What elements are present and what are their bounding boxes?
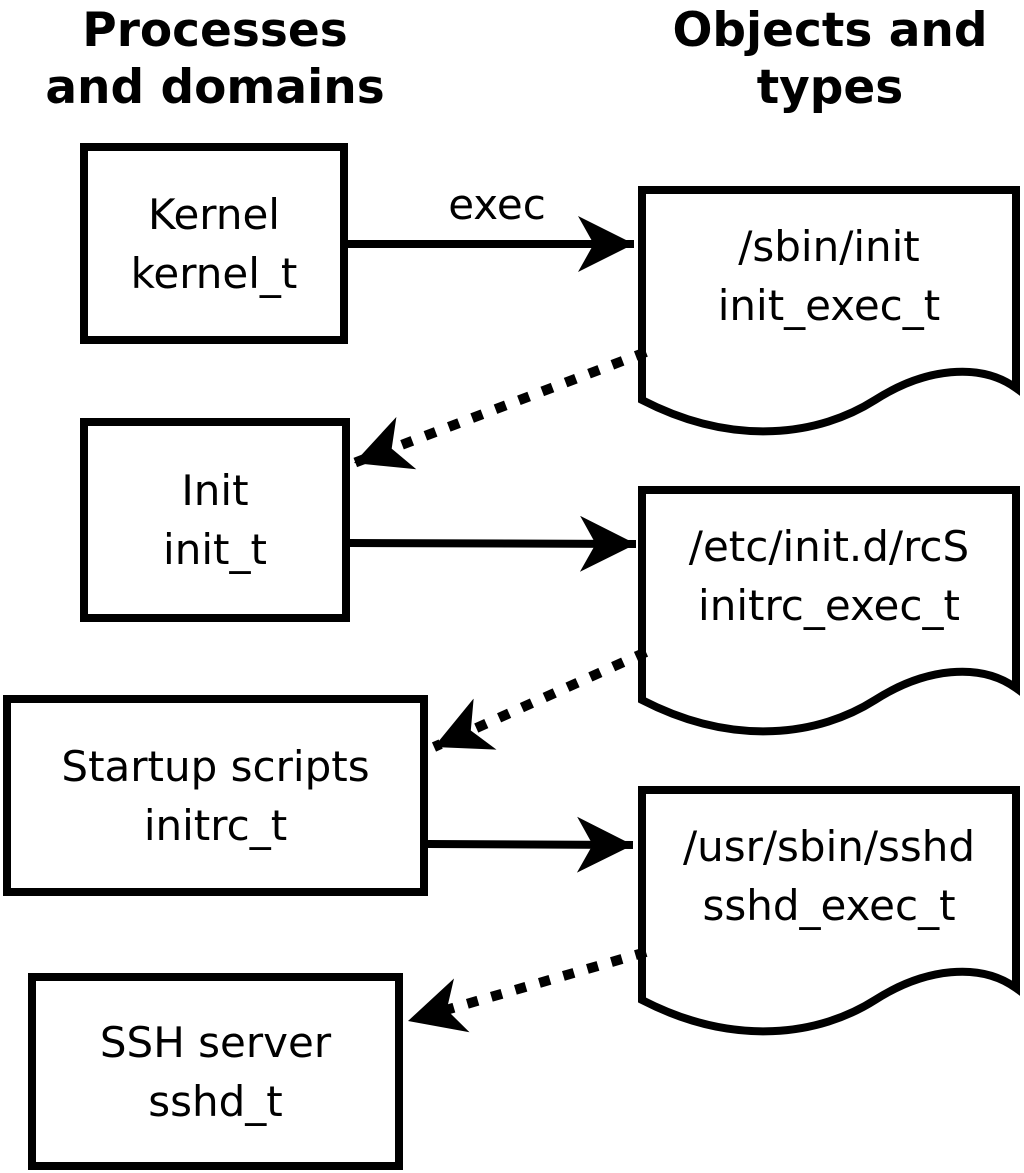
process-box-startup-scripts: Startup scripts initrc_t <box>3 695 428 896</box>
process-box-ssh-server: SSH server sshd_t <box>28 973 403 1170</box>
process-box-kernel: Kernel kernel_t <box>80 143 348 344</box>
document-shape-sbin-init <box>638 186 1020 436</box>
process-domain: kernel_t <box>130 248 298 298</box>
process-label: Init <box>181 466 249 515</box>
transition-arrow-sbin-init-to-init <box>352 347 648 470</box>
process-domain: init_t <box>163 525 267 574</box>
exec-arrow-initrc-to-sshd <box>427 816 634 873</box>
document-shape-etc-initd-rcs <box>638 486 1020 736</box>
process-label: SSH server <box>99 1017 332 1067</box>
process-box-init: Init init_t <box>80 418 350 622</box>
transition-arrow-rcs-to-initrc <box>431 647 649 752</box>
column-header-objects: Objects and types <box>672 3 988 115</box>
process-domain: initrc_t <box>143 800 288 850</box>
document-shape-usr-sbin-sshd <box>638 786 1020 1036</box>
exec-arrow-init-to-rcs <box>349 515 637 572</box>
process-domain: sshd_t <box>148 1076 283 1126</box>
column-header-processes: Processes and domains <box>45 3 385 115</box>
transition-arrow-sshd-to-sshd <box>406 947 648 1033</box>
process-label: Kernel <box>148 189 280 239</box>
exec-arrow-label: exec <box>448 180 546 229</box>
process-label: Startup scripts <box>61 741 370 791</box>
